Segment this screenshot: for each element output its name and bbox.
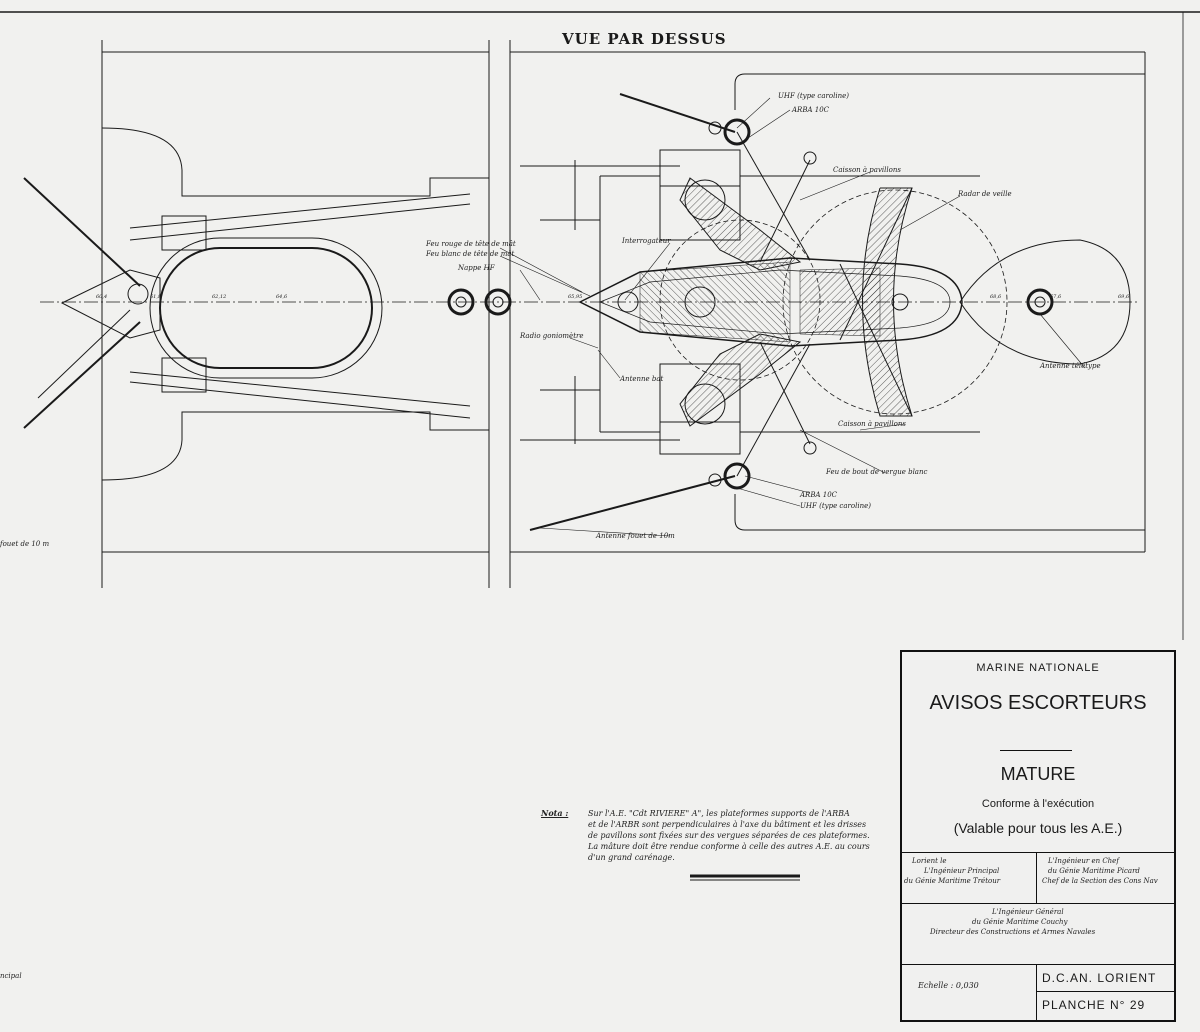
tb-sig-left-1: Lorient le [912, 857, 947, 865]
label-uhf-top: UHF (type caroline) [778, 92, 849, 100]
note-line-2: et de l'ARBR sont perpendiculaires à l'a… [588, 820, 867, 829]
note-line-1: Sur l'A.E. "Cdt RIVIERE" A", les platefo… [588, 809, 850, 818]
label-left-edge-1: fouet de 10 m [0, 540, 50, 548]
note-heading: Nota : [541, 808, 569, 818]
label-antenne-bat: Antenne bat [620, 375, 664, 383]
tb-office: D.C.AN. LORIENT [1042, 971, 1157, 985]
aft-mast-view [23, 40, 490, 588]
tb-sig-right-3: Chef de la Section des Cons Nav [1042, 877, 1158, 885]
tb-validity: (Valable pour tous les A.E.) [953, 820, 1123, 836]
note-line-4: La mâture doit être rendue conforme à ce… [588, 842, 870, 851]
tb-bottom-mid [1036, 991, 1174, 992]
dim-6: 67,6 [1050, 294, 1062, 300]
label-feu-rouge: Feu rouge de tête de mât [426, 240, 516, 248]
tb-sig-row: Lorient le L'Ingénieur Principal du Géni… [902, 852, 1174, 904]
label-interrogateur: Interrogateur [622, 237, 671, 245]
label-antenne-telefax: Antenne télétype [1040, 362, 1101, 370]
tb-subject: MATURE [1000, 764, 1076, 784]
dim-7: 69,6 [1118, 294, 1130, 300]
dim-3: 64,6 [276, 294, 288, 300]
tb-bottom-row: Echelle : 0,030 D.C.AN. LORIENT PLANCHE … [902, 964, 1174, 1020]
label-nappe: Nappe HF [458, 264, 495, 272]
label-radar: Radar de veille [958, 190, 1012, 198]
tb-sig-left-3: du Génie Maritime Trétour [904, 877, 1001, 885]
tb-sig-right-2: du Génie Maritime Picard [1048, 867, 1140, 875]
tb-org: MARINE NATIONALE [976, 662, 1100, 674]
tb-rule [1000, 750, 1072, 751]
fore-mast-view [484, 40, 1146, 588]
label-caisson-top: Caisson à pavillons [833, 166, 901, 174]
label-caisson-bottom: Caisson à pavillons [838, 420, 906, 428]
tb-status: Conforme à l'exécution [981, 798, 1095, 810]
dim-5: 68,6 [990, 294, 1002, 300]
label-feu-blanc: Feu blanc de tête de mât [426, 250, 515, 258]
dim-4: 65,95 [568, 294, 583, 300]
dim-1: 61,8 [150, 294, 162, 300]
tb-project: AVISOS ESCORTEURS [929, 692, 1147, 714]
note-line-5: d'un grand carénage. [588, 853, 675, 862]
tb-sig-left-2: L'Ingénieur Principal [924, 867, 1000, 875]
dim-2: 62,12 [212, 294, 227, 300]
tb-sig-center-1: L'Ingénieur Général [992, 908, 1064, 916]
title-block: MARINE NATIONALE AVISOS ESCORTEURS MATUR… [900, 650, 1176, 1022]
label-left-edge-2: ncipal [0, 972, 22, 980]
label-feu-vergue: Feu de bout de vergue blanc [826, 468, 928, 476]
label-uhf-bottom: UHF (type caroline) [800, 502, 871, 510]
label-antenne-fouet: Antenne fouet de 10m [596, 532, 675, 540]
note-line-3: de pavillons sont fixées sur des vergues… [588, 831, 870, 840]
tb-sig-divider [1036, 853, 1037, 903]
tb-sig-center-3: Directeur des Constructions et Armes Nav… [930, 928, 1096, 936]
label-radiogonio: Radio goniomètre [520, 332, 584, 340]
label-arba-top: ARBA 10C [792, 106, 830, 114]
tb-bottom-divider [1036, 965, 1037, 1020]
label-arba-bottom: ARBA 10C [800, 491, 838, 499]
tb-sheet: PLANCHE N° 29 [1042, 998, 1146, 1012]
view-title: VUE PAR DESSUS [562, 30, 727, 48]
tb-sig-right-1: L'Ingénieur en Chef [1048, 857, 1119, 865]
tb-scale: Echelle : 0,030 [918, 981, 979, 990]
dim-0: 60,4 [96, 294, 108, 300]
tb-sig-center-2: du Génie Maritime Couchy [972, 918, 1068, 926]
